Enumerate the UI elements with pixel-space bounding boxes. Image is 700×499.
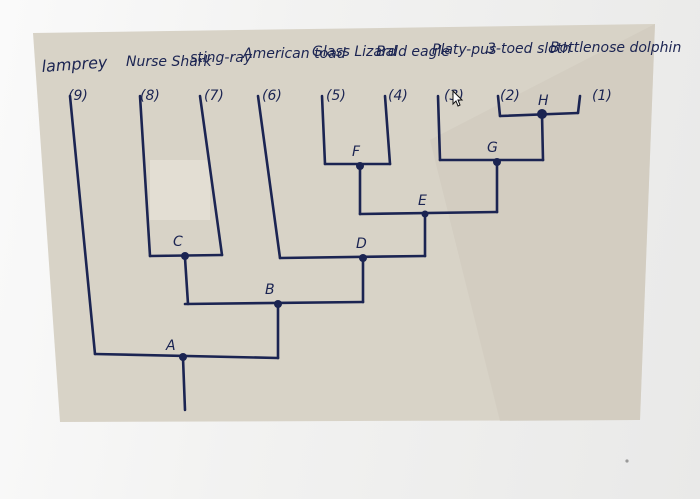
node-dot-a	[179, 353, 187, 361]
taxon-label-dolphin: Bottlenose dolphin	[550, 40, 681, 56]
node-dot-h	[537, 109, 547, 119]
node-dot-e	[421, 210, 429, 218]
taxon-number-7: (7)	[204, 88, 224, 104]
branch-dolphin	[576, 94, 582, 115]
glare	[150, 160, 210, 220]
node-dot-f	[356, 162, 364, 170]
taxon-number-8: (8)	[140, 88, 160, 104]
branch-sloth	[496, 94, 502, 118]
paper-shadow	[430, 24, 655, 421]
node-label-f: F	[352, 144, 361, 160]
node-label-e: E	[418, 193, 427, 209]
taxon-number-2: (2)	[500, 88, 520, 104]
branch-c-stem	[183, 256, 190, 306]
node-label-a: A	[165, 338, 176, 354]
branch-node-e	[358, 210, 499, 216]
taxon-number-4: (4)	[388, 88, 408, 104]
node-dot-c	[181, 252, 189, 260]
taxon-label-glass-lizard: Glass Lizard	[312, 44, 397, 60]
node-label-h: H	[538, 93, 549, 109]
branch-lamprey	[68, 94, 97, 356]
taxon-label-nurse-shark: Nurse Shark	[126, 54, 213, 70]
node-label-g: G	[487, 140, 498, 156]
branch-platypus	[436, 94, 442, 162]
branch-american-toad	[256, 94, 282, 260]
taxon-label-lamprey: lamprey	[41, 52, 109, 76]
screen-speck	[625, 459, 629, 463]
branch-bald-eagle	[383, 94, 392, 166]
branch-root	[181, 356, 187, 412]
branch-node-b	[183, 300, 365, 306]
branch-node-d	[278, 254, 427, 260]
node-dot-d	[359, 254, 367, 262]
branch-nurse-shark	[138, 94, 152, 258]
mouse-cursor-icon	[452, 89, 464, 107]
taxon-label-sloth: 3-toed sloth	[487, 41, 571, 57]
taxon-label-american-toad: American toad	[242, 46, 346, 62]
node-dot-b	[274, 300, 282, 308]
branch-sting-ray	[198, 94, 224, 257]
branch-h-stem	[540, 112, 545, 162]
node-label-d: D	[356, 236, 367, 252]
node-label-b: B	[265, 282, 275, 298]
node-label-c: C	[173, 234, 183, 250]
taxon-number-5: (5)	[326, 88, 346, 104]
taxon-label-platypus: Platy-pus	[432, 42, 496, 58]
branch-glass-lizard	[320, 94, 327, 166]
node-dot-g	[493, 158, 501, 166]
taxon-number-9: (9)	[68, 88, 88, 104]
taxon-label-sting-ray: sting-ray	[190, 50, 253, 66]
taxon-label-bald-eagle: Bald eagle	[376, 44, 450, 60]
taxon-number-1: (1)	[592, 88, 612, 104]
taxon-number-6: (6)	[262, 88, 282, 104]
